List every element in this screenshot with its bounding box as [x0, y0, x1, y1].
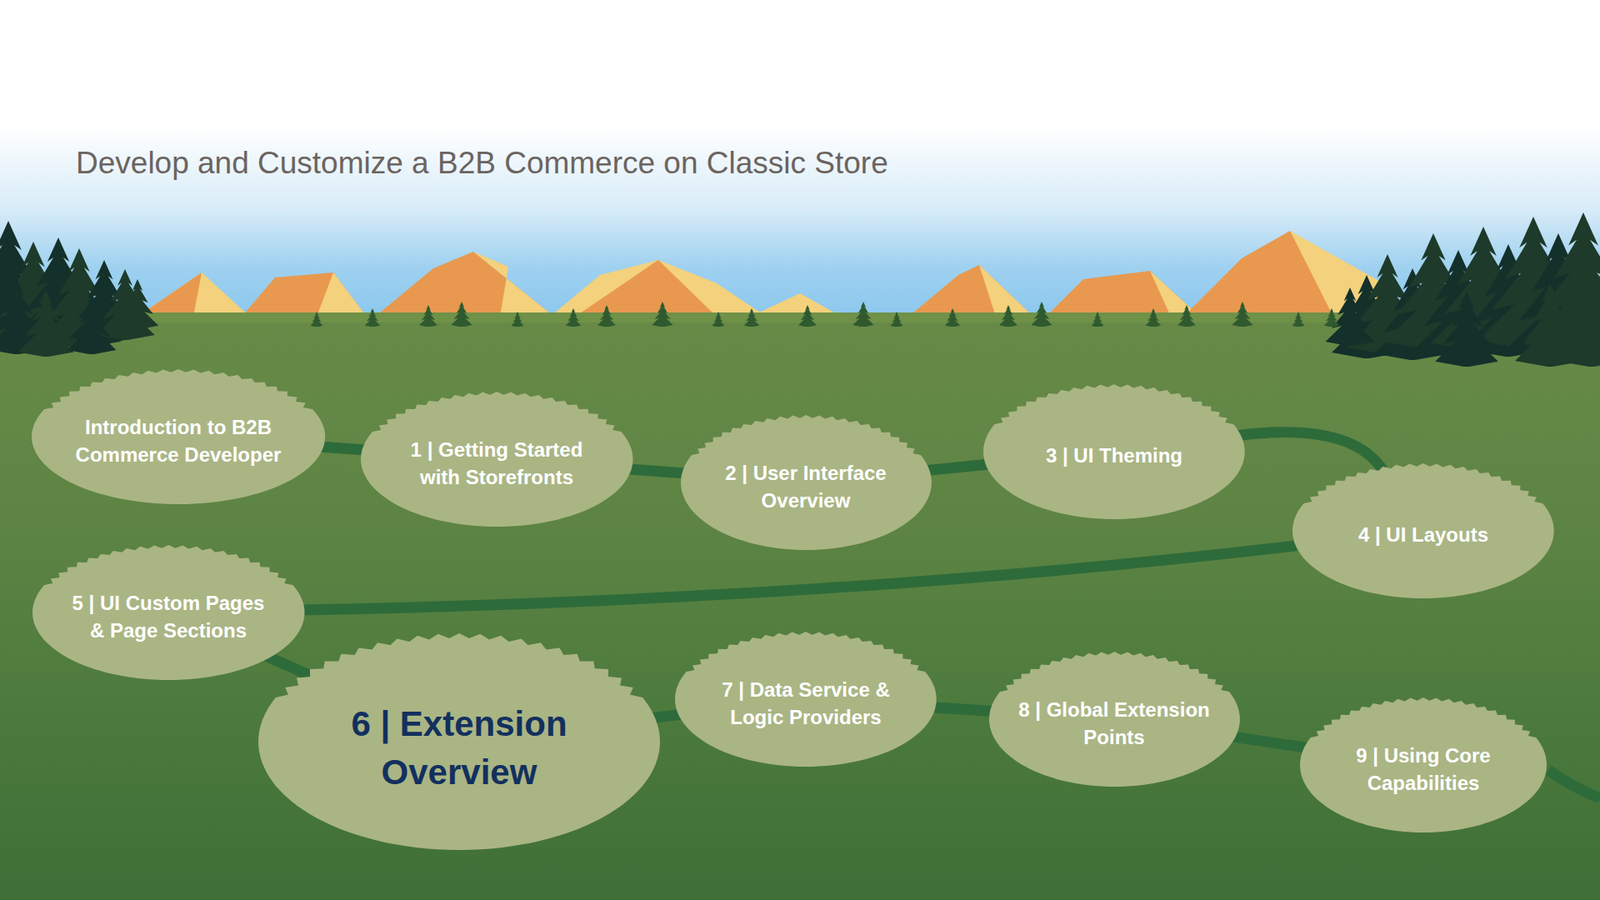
node-label: 4 | UI Layouts	[1323, 520, 1524, 549]
trail-connector	[300, 545, 1300, 610]
node-text-area: 5 | UI Custom Pages & Page Sections	[30, 543, 307, 682]
grass-island-node: 9 | Using Core Capabilities	[1298, 695, 1549, 835]
diagram-title: Develop and Customize a B2B Commerce on …	[75, 145, 889, 181]
node-text-area: 3 | UI Theming	[981, 382, 1247, 521]
node-text-area: 1 | Getting Started with Storefronts	[359, 390, 635, 529]
node-label: 2 | User Interface Overview	[710, 459, 902, 515]
node-label: 9 | Using Core Capabilities	[1340, 741, 1507, 797]
node-text-area: 2 | User Interface Overview	[679, 413, 934, 552]
grass-island-node: 4 | UI Layouts	[1290, 461, 1556, 600]
node-text-area: Introduction to B2B Commerce Developer	[30, 367, 327, 506]
node-label: 5 | UI Custom Pages & Page Sections	[64, 589, 273, 645]
trail-connector	[1237, 432, 1384, 470]
node-label: 8 | Global Extension Points	[1018, 695, 1210, 751]
trail-connector	[627, 469, 685, 474]
node-text-area: 4 | UI Layouts	[1290, 461, 1556, 600]
trail-connector	[319, 446, 366, 450]
pine-trees	[0, 212, 1600, 367]
grass-island-node: 1 | Getting Started with Storefronts	[359, 390, 635, 529]
grass-island-node: 2 | User Interface Overview	[679, 413, 934, 552]
trail-connector	[925, 464, 990, 471]
trail-connector	[265, 655, 311, 676]
trail-connector	[931, 707, 994, 712]
node-label: 1 | Getting Started with Storefronts	[392, 435, 601, 491]
node-text-area: 8 | Global Extension Points	[987, 650, 1242, 789]
grass-island-node: Introduction to B2B Commerce Developer	[30, 367, 327, 506]
grass-island-node: 6 | Extension Overview	[256, 631, 662, 852]
node-label: Introduction to B2B Commerce Developer	[65, 413, 291, 469]
node-text-area: 9 | Using Core Capabilities	[1298, 695, 1549, 835]
trail-path	[1548, 770, 1600, 799]
trail-connector	[1231, 736, 1308, 749]
grass-island-node: 8 | Global Extension Points	[987, 650, 1242, 789]
grass-island-node: 3 | UI Theming	[981, 382, 1247, 521]
node-label: 7 | Data Service & Logic Providers	[705, 675, 906, 731]
node-text-area: 7 | Data Service & Logic Providers	[673, 630, 939, 769]
grass-island-node: 5 | UI Custom Pages & Page Sections	[30, 543, 307, 682]
node-label: 6 | Extension Overview	[321, 700, 597, 797]
node-label: 3 | UI Theming	[1014, 441, 1215, 470]
grass-island-node: 7 | Data Service & Logic Providers	[673, 630, 939, 769]
node-text-area: 6 | Extension Overview	[256, 631, 662, 852]
mountains	[137, 230, 1400, 317]
